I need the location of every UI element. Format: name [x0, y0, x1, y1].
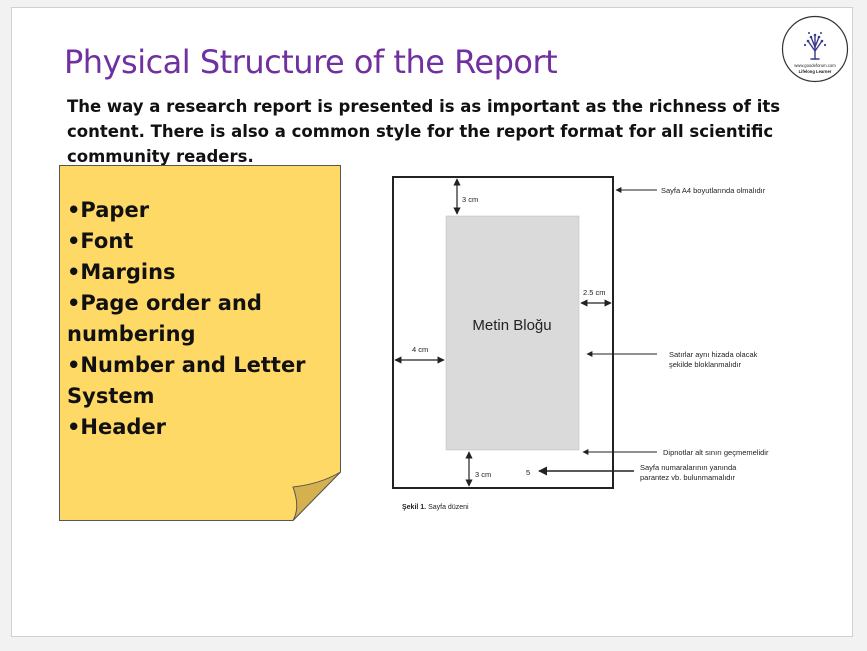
top-margin-label: 3 cm: [462, 195, 478, 204]
page-number: 5: [526, 468, 530, 477]
slide-title: Physical Structure of the Report: [64, 43, 558, 81]
intro-paragraph: The way a research report is presented i…: [67, 97, 781, 166]
slide: Physical Structure of the Report The way…: [11, 7, 853, 637]
topic-list: •Paper •Font •Margins •Page order and nu…: [67, 195, 335, 443]
logo-url: www.goodeforum.com: [794, 63, 836, 68]
annotation-pagenum-1: Sayfa numaralarının yanında: [640, 463, 737, 472]
topic-item: •Font: [67, 229, 134, 253]
right-margin-label: 2.5 cm: [583, 288, 606, 297]
text-block-label: Metin Bloğu: [472, 317, 551, 334]
topic-item: •Paper: [67, 198, 150, 222]
annotation-footnote: Dipnotlar alt sınırı geçmemelidir: [663, 448, 769, 457]
annotation-lines-1: Satırlar aynı hizada olacak: [669, 350, 758, 359]
logo: www.goodeforum.com Lifelong Learner: [781, 15, 849, 83]
left-margin-label: 4 cm: [412, 345, 428, 354]
sticky-note: •Paper •Font •Margins •Page order and nu…: [59, 165, 341, 521]
annotation-a4: Sayfa A4 boyutlarında olmalıdır: [661, 186, 766, 195]
tree-icon: [807, 34, 823, 60]
bottom-margin-label: 3 cm: [475, 470, 491, 479]
text-block: [445, 215, 580, 451]
logo-tagline: Lifelong Learner: [799, 69, 832, 74]
annotation-lines-2: şekilde bloklanmalıdır: [669, 360, 742, 369]
page-layout-figure: Metin Bloğu 3 cm 2.5 cm 4 cm 3 cm 5 Sayf…: [392, 176, 769, 511]
figure-caption: Şekil 1. Sayfa düzeni: [402, 504, 469, 511]
topic-item: •Number and Letter System: [67, 353, 306, 408]
topic-item: •Margins: [67, 260, 176, 284]
topic-item: •Page order and numbering: [67, 291, 262, 346]
sticky-note-fold: [292, 471, 341, 521]
topic-item: •Header: [67, 415, 167, 439]
figure-caption-text: Sayfa düzeni: [426, 504, 469, 511]
annotation-pagenum-2: parantez vb. bulunmamalıdır: [640, 473, 736, 482]
figure-caption-number: Şekil 1.: [402, 504, 426, 511]
